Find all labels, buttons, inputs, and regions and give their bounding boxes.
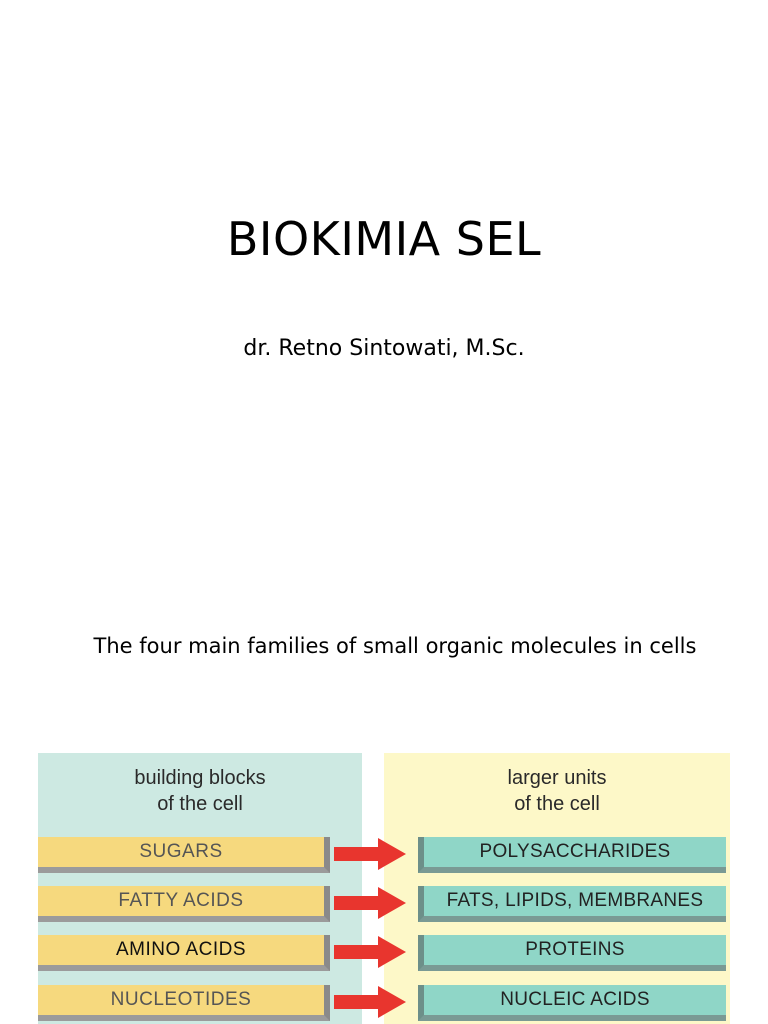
right-arrow-icon <box>334 986 406 1018</box>
building-blocks-header-line: of the cell <box>157 793 243 815</box>
molecule-row: SUGARS POLYSACCHARIDES <box>38 837 730 873</box>
right-arrow-icon <box>334 838 406 870</box>
larger-unit-box: NUCLEIC ACIDS <box>418 985 726 1021</box>
figure-caption: The four main families of small organic … <box>93 634 697 658</box>
slide-title: BIOKIMIA SEL <box>226 212 542 266</box>
slide-subtitle: dr. Retno Sintowati, M.Sc. <box>243 336 525 361</box>
right-arrow-icon <box>334 936 406 968</box>
molecule-row: NUCLEOTIDES NUCLEIC ACIDS <box>38 985 730 1021</box>
building-block-box: SUGARS <box>38 837 330 873</box>
larger-unit-box: PROTEINS <box>418 935 726 971</box>
building-block-box: NUCLEOTIDES <box>38 985 330 1021</box>
larger-units-header-line: of the cell <box>514 793 600 815</box>
building-block-box: AMINO ACIDS <box>38 935 330 971</box>
building-blocks-header-line: building blocks <box>134 767 266 789</box>
molecule-row: AMINO ACIDS PROTEINS <box>38 935 730 971</box>
larger-units-header-line: larger units <box>507 767 607 789</box>
larger-units-header: larger units of the cell <box>384 765 730 817</box>
larger-unit-box: FATS, LIPIDS, MEMBRANES <box>418 886 726 922</box>
larger-unit-box: POLYSACCHARIDES <box>418 837 726 873</box>
molecule-families-figure: building blocks of the cell larger units… <box>38 753 730 1024</box>
building-block-box: FATTY ACIDS <box>38 886 330 922</box>
building-blocks-header: building blocks of the cell <box>38 765 362 817</box>
molecule-row: FATTY ACIDS FATS, LIPIDS, MEMBRANES <box>38 886 730 922</box>
right-arrow-icon <box>334 887 406 919</box>
